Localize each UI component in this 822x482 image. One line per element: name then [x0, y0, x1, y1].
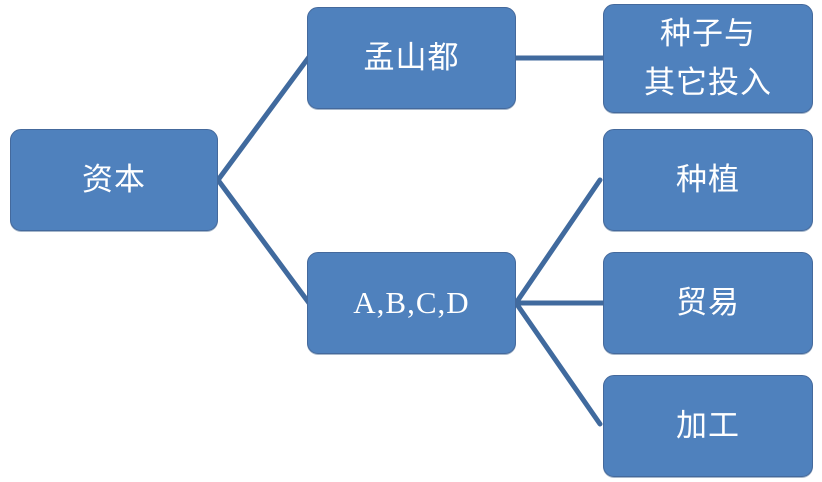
node-monsanto-label: 孟山都: [363, 39, 460, 75]
node-trade-label: 贸易: [676, 284, 740, 320]
node-capital: 资本: [10, 129, 218, 231]
node-processing-label: 加工: [676, 407, 740, 443]
node-abcd: A,B,C,D: [307, 252, 516, 354]
edge-capital-abcd: [215, 177, 312, 306]
node-planting-label: 种植: [676, 161, 740, 197]
node-trade: 贸易: [603, 252, 813, 354]
edge-abcd-planting: [513, 177, 603, 306]
edge-abcd-processing: [513, 300, 603, 427]
edge-capital-monsanto: [215, 54, 312, 183]
node-seeds-inputs-label: 种子与 其它投入: [644, 16, 772, 100]
node-processing: 加工: [603, 375, 813, 477]
node-planting: 种植: [603, 129, 813, 231]
node-monsanto: 孟山都: [307, 7, 516, 109]
node-capital-label: 资本: [82, 161, 146, 197]
node-seeds-inputs: 种子与 其它投入: [603, 4, 813, 113]
node-abcd-label: A,B,C,D: [353, 284, 470, 320]
